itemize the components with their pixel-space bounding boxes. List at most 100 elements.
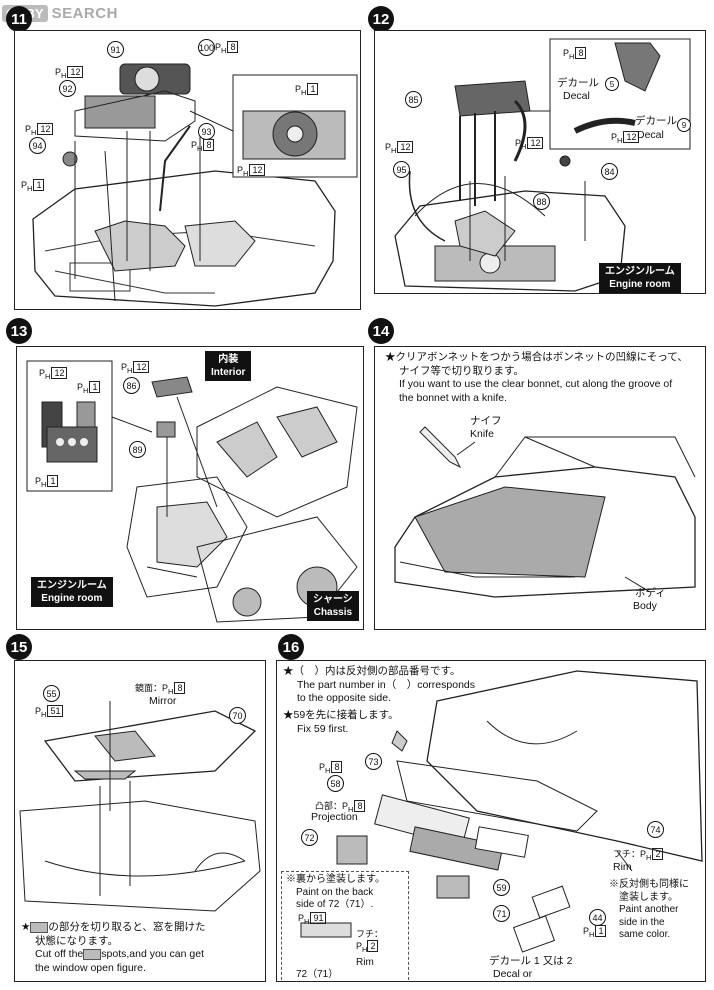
paint-code-1: 1 <box>307 83 319 95</box>
decal-9-en: Decal <box>637 129 664 141</box>
cut-area-swatch-en <box>83 948 102 960</box>
paint-code-12-84: 12 <box>527 137 544 149</box>
part-74: 74 <box>647 821 664 838</box>
part-71: 71 <box>493 905 510 922</box>
paint-code-8-s15: 8 <box>174 682 186 694</box>
decal-number-5: 5 <box>605 77 619 91</box>
paint-other-side-note: ※反対側も同様に 塗装します。 Paint another side in th… <box>609 879 689 940</box>
step-11-illustration <box>32 63 358 307</box>
part-59: 59 <box>493 879 510 896</box>
rim-en: Rim <box>613 861 632 873</box>
paint-code-51: 51 <box>47 705 64 717</box>
paint-code-12-s13a: 12 <box>51 367 68 379</box>
part-84: 84 <box>601 163 618 180</box>
panel-step-16: ★（ ）内は反対側の部品番号です。 The part number in（ ）c… <box>276 660 706 982</box>
part-70: 70 <box>229 707 246 724</box>
paint-code-8-s12: 8 <box>575 47 587 59</box>
paint-code-8-s16: 8 <box>331 761 343 773</box>
decal-5-en: Decal <box>563 90 590 102</box>
decal-5-jp: デカール <box>557 77 599 89</box>
body-en: Body <box>633 600 657 612</box>
step-number-16: 16 <box>278 634 304 660</box>
paint-back-note: ※裏から塗装します。 Paint on the back side of 72（… <box>281 871 409 981</box>
part-72: 72 <box>301 829 318 846</box>
step-16-note-1: ★（ ）内は反対側の部品番号です。 The part number in（ ）c… <box>283 665 475 704</box>
part-89: 89 <box>129 441 146 458</box>
part-91: 91 <box>107 41 124 58</box>
part-44: 44 <box>589 909 606 926</box>
part-94: 94 <box>29 137 46 154</box>
cut-area-swatch <box>30 921 49 933</box>
paint-code-1-s13c: 1 <box>47 475 59 487</box>
paint-code-12-86: 12 <box>133 361 150 373</box>
paint-code-1b: 1 <box>33 179 45 191</box>
panel-step-14: ★クリアボンネットをつかう場合はボンネットの凹線にそって、 ナイフ等で切り取りま… <box>374 346 706 630</box>
paint-code-12c: 12 <box>37 123 54 135</box>
paint-code-12b: 12 <box>249 164 266 176</box>
paint-code-8-proj: 8 <box>354 800 366 812</box>
decal-number-9: 9 <box>677 118 691 132</box>
projection-en: Projection <box>311 811 358 823</box>
part-93: 93 <box>198 123 215 140</box>
paint-code-91: 91 <box>310 911 327 924</box>
mirror-en: Mirror <box>149 695 177 707</box>
part-58: 58 <box>327 775 344 792</box>
step-14-illustration <box>394 426 696 598</box>
step-13-illustration <box>26 360 358 623</box>
paint-code-1-44: 1 <box>595 925 607 937</box>
step-number-12: 12 <box>368 6 394 32</box>
part-100: 100 <box>198 39 215 56</box>
part-55: 55 <box>43 685 60 702</box>
step-12-illustration <box>394 38 691 292</box>
decal-9-jp: デカール <box>635 115 677 127</box>
step-15-illustration <box>19 701 261 912</box>
paint-code-1-s13b: 1 <box>89 381 101 393</box>
step-number-15: 15 <box>6 634 32 660</box>
paint-code-2: 2 <box>652 848 664 860</box>
paint-code-8: 8 <box>227 41 239 53</box>
part-92: 92 <box>59 80 76 97</box>
part-73: 73 <box>365 753 382 770</box>
part-88: 88 <box>533 193 550 210</box>
paint-code-12-95: 12 <box>397 141 414 153</box>
paint-code-12-s12: 12 <box>623 131 640 143</box>
step-number-13: 13 <box>6 318 32 344</box>
part-95: 95 <box>393 161 410 178</box>
decal-en: Decal or <box>493 968 533 980</box>
part-85: 85 <box>405 91 422 108</box>
knife-en: Knife <box>470 428 494 440</box>
paint-code-8b: 8 <box>203 139 215 151</box>
step-14-note: ★クリアボンネットをつかう場合はボンネットの凹線にそって、 ナイフ等で切り取りま… <box>385 351 688 404</box>
body-jp: ボディ <box>635 587 666 599</box>
watermark-site: SEARCH <box>51 4 118 22</box>
step-16-note-2: ★59を先に接着します。 Fix 59 first. <box>283 709 399 735</box>
step-16-illustration <box>300 670 703 953</box>
